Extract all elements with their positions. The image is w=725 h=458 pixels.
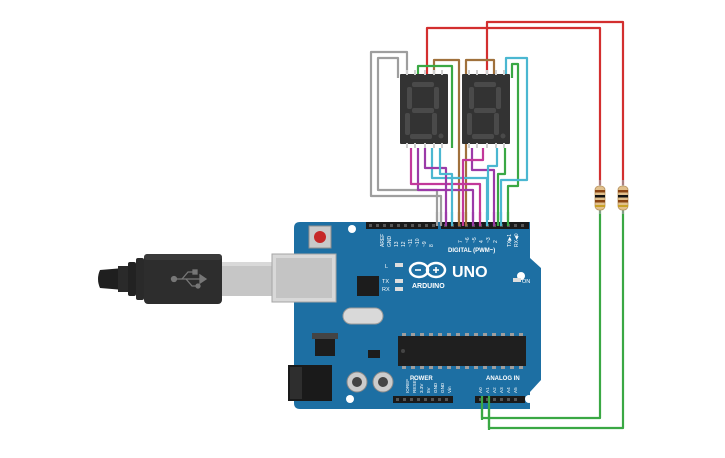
wire-green-3: [496, 148, 507, 220]
usb-port: [271, 253, 337, 303]
power-label: POWER: [410, 376, 433, 382]
arduino-infinity-icon: [408, 261, 447, 279]
on-led-label: ON: [522, 279, 530, 285]
voltage-regulator: [312, 333, 338, 356]
smd-chip: [368, 350, 380, 358]
pin-label: 8: [429, 244, 435, 247]
pin-label: A0: [478, 387, 483, 393]
power-pin-labels: IOREF RESET 3.3V 5V GND GND Vin: [405, 377, 452, 393]
onboard-leds: [395, 263, 521, 291]
pin-label: A1: [485, 387, 490, 393]
pin-label: ~5: [472, 237, 478, 243]
reset-button[interactable]: [308, 225, 332, 249]
pin-label: A2: [492, 387, 497, 393]
usb-cable-icon[interactable]: [98, 254, 272, 304]
power-header[interactable]: [393, 396, 453, 403]
wire-purple-3: [423, 148, 448, 220]
pin-label: 4: [479, 240, 485, 243]
wire-cyan-top: [499, 56, 529, 220]
pin-label: 7: [458, 240, 464, 243]
pin-label: 2: [493, 240, 499, 243]
pin-label: RESET: [412, 377, 417, 393]
wire-gray-outer: [369, 50, 443, 220]
analog-pin-labels: A0 A1 A2 A3 A4 A5: [478, 387, 518, 393]
wire-cyan-3: [438, 148, 454, 220]
crystal-oscillator: [342, 307, 384, 325]
resistor-2[interactable]: [617, 180, 629, 214]
wire-brown-1: [432, 58, 461, 220]
wire-red-1: [425, 26, 602, 185]
usb-symbol-icon: [170, 269, 208, 289]
capacitors: [346, 371, 394, 393]
pin-label: GND: [433, 382, 438, 393]
digital-pin-labels: AREF GND 13 12 ~11 ~10 ~9 8 7 ~6 ~5 4 ~3…: [380, 233, 520, 247]
pin-label: 13: [394, 241, 400, 247]
segment-glyph-icon: [405, 82, 444, 139]
power-jack[interactable]: [288, 365, 332, 401]
wire-red-2: [485, 20, 625, 185]
wire-pin-ends: [435, 212, 510, 430]
led-label-rx: RX: [382, 287, 390, 293]
pin-label: A5: [513, 387, 518, 393]
pin-label: 3.3V: [419, 383, 424, 393]
arduino-board[interactable]: L TX RX ON ARDUINO UNO: [271, 222, 541, 409]
segment-glyph-icon: [467, 82, 506, 139]
pin-label: 5V: [426, 386, 431, 393]
pin-label: Vin: [447, 386, 452, 393]
pin-label: GND: [387, 236, 393, 248]
pin-label: TX▶1: [507, 234, 513, 247]
led-label-l: L: [385, 264, 388, 270]
board-model: UNO: [452, 264, 488, 281]
wire-magenta-2: [461, 148, 485, 220]
pin-label: ~10: [415, 238, 421, 247]
pin-label: IOREF: [405, 379, 410, 393]
wire-green-2: [506, 62, 520, 220]
pin-label: ~3: [486, 237, 492, 243]
pin-label: ~11: [408, 239, 414, 247]
pin-label: AREF: [380, 234, 386, 247]
usb-controller-chip: [357, 276, 379, 296]
pin-label: GND: [440, 382, 445, 393]
arduino-logo-text: ARDUINO: [412, 283, 445, 290]
wire-green-1: [416, 64, 454, 148]
pin-label: A3: [499, 387, 504, 393]
analog-label: ANALOG IN: [486, 376, 520, 382]
seven-segment-display-1[interactable]: [400, 70, 448, 148]
pin-label: ~9: [422, 241, 428, 247]
pin-label: RX◀0: [514, 233, 520, 247]
resistor-1[interactable]: [594, 180, 606, 214]
led-label-tx: TX: [382, 279, 389, 285]
seven-segment-display-2[interactable]: [462, 70, 510, 148]
wire-cyan-2: [486, 148, 499, 220]
digital-header[interactable]: [366, 222, 529, 229]
atmega-chip: [398, 333, 526, 369]
analog-header[interactable]: [475, 396, 525, 403]
pin-label: A4: [506, 387, 511, 393]
pin-label: ~6: [465, 237, 471, 243]
wire-gray-inner: [376, 56, 439, 220]
pin-label: 12: [401, 241, 407, 247]
digital-header-label: DIGITAL (PWM~): [448, 248, 495, 254]
